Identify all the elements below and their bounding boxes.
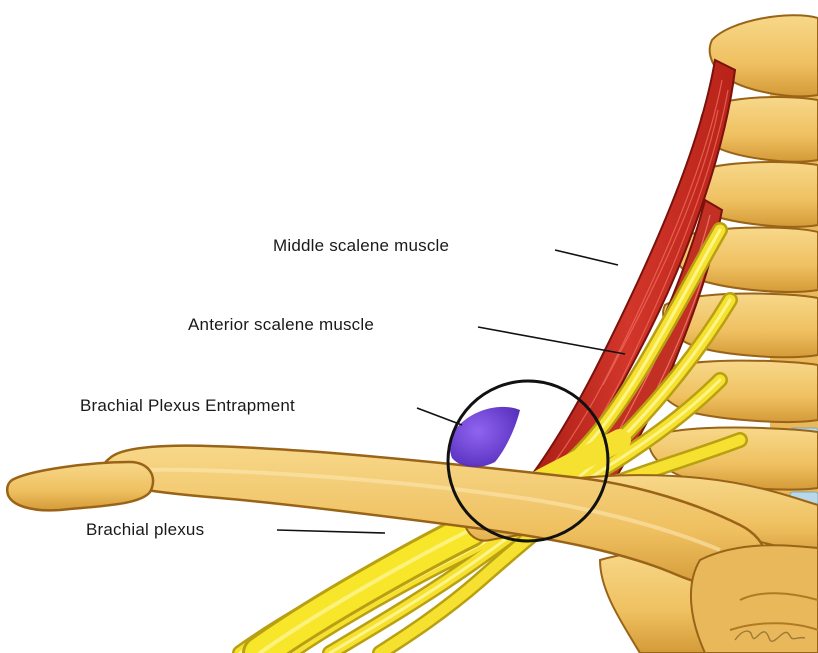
label-anterior-scalene-muscle: Anterior scalene muscle [188, 315, 374, 335]
acromion [7, 462, 153, 510]
leader-brachial-plexus [277, 530, 385, 533]
scapula-region [691, 545, 818, 653]
leader-entrapment [417, 408, 462, 425]
label-brachial-plexus: Brachial plexus [86, 520, 204, 540]
label-middle-scalene-muscle: Middle scalene muscle [273, 236, 449, 256]
label-brachial-plexus-entrapment: Brachial Plexus Entrapment [80, 396, 295, 416]
leader-anterior-scalene [478, 327, 625, 354]
leader-middle-scalene [555, 250, 618, 265]
